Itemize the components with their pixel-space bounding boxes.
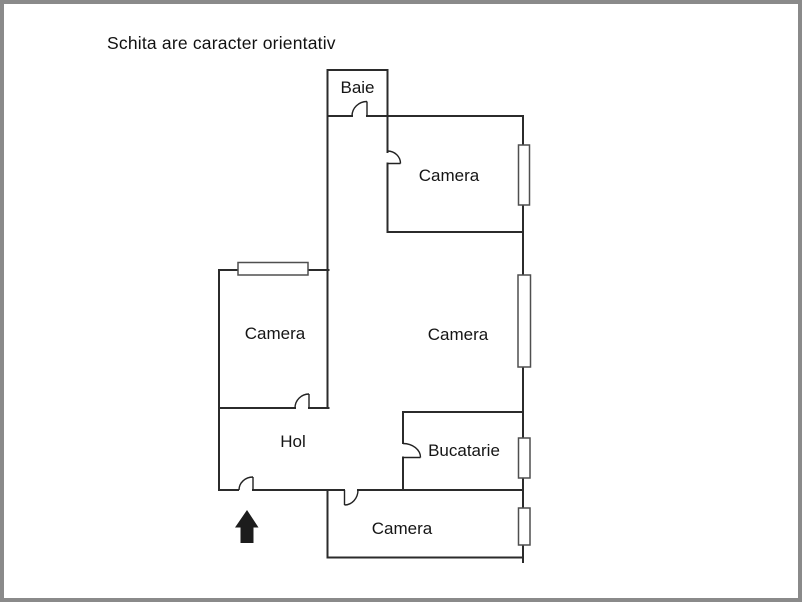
room-label-bucatarie: Bucatarie bbox=[428, 441, 500, 460]
wall-bucatarie bbox=[402, 411, 524, 491]
room-labels: Baie Camera Camera Camera Hol Bucatarie … bbox=[245, 78, 500, 538]
wall-baie bbox=[326, 69, 389, 409]
wall-camera-bottom bbox=[326, 489, 524, 559]
room-label-camera-left: Camera bbox=[245, 324, 306, 343]
door-camera-top bbox=[387, 150, 402, 165]
doors bbox=[238, 100, 422, 506]
door-camera-left bbox=[294, 393, 310, 409]
disclaimer-title: Schita are caracter orientativ bbox=[107, 33, 336, 53]
room-label-camera-middle: Camera bbox=[428, 325, 489, 344]
door-entrance bbox=[238, 476, 254, 491]
window-camera-top-icon bbox=[517, 144, 531, 206]
wall-camera-left bbox=[218, 269, 330, 491]
window-camera-left-icon bbox=[237, 261, 309, 276]
door-baie bbox=[351, 100, 368, 117]
window-camera-middle-icon bbox=[517, 274, 532, 368]
door-camera-bottom bbox=[343, 489, 359, 506]
window-camera-bottom-icon bbox=[517, 507, 531, 546]
room-label-camera-bottom: Camera bbox=[372, 519, 433, 538]
windows bbox=[237, 144, 532, 546]
room-label-baie: Baie bbox=[340, 78, 374, 97]
room-label-hol: Hol bbox=[280, 432, 306, 451]
walls bbox=[218, 69, 524, 563]
window-bucatarie-icon bbox=[517, 437, 531, 479]
door-bucatarie bbox=[402, 442, 422, 459]
room-label-camera-top: Camera bbox=[419, 166, 480, 185]
wall-camera-top bbox=[386, 115, 524, 233]
entrance-arrow-icon bbox=[235, 510, 259, 543]
